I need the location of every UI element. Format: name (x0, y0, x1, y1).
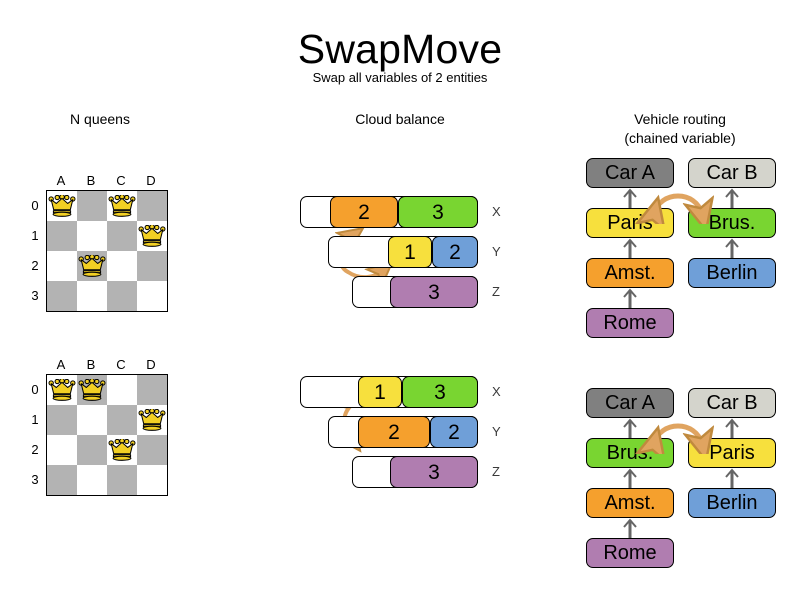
rank-label-3: 3 (31, 472, 39, 487)
chess-cell-D3[interactable] (137, 465, 167, 495)
vehicle-node-car-a[interactable]: Car A (586, 158, 674, 188)
chess-cell-D0[interactable] (137, 191, 167, 221)
customer-node-berlin[interactable]: Berlin (688, 488, 776, 518)
queen-piece-C2[interactable] (108, 438, 136, 461)
chess-cell-C3[interactable] (107, 281, 137, 311)
chess-cell-B1[interactable] (77, 221, 107, 251)
column-header-vehicle-routing: Vehicle routing (chained variable) (600, 110, 760, 148)
chess-cell-C1[interactable] (107, 405, 137, 435)
n-queens-board-after: A B C D 0 1 2 3 (28, 358, 198, 508)
queen-piece-B0[interactable] (78, 378, 106, 401)
chess-cell-B3[interactable] (77, 281, 107, 311)
cloud-process-y-0[interactable]: 2 (358, 416, 430, 448)
rank-label-1: 1 (31, 228, 39, 243)
cloud-process-y-0[interactable]: 1 (388, 236, 432, 268)
cloud-computer-label-x: X (492, 204, 501, 219)
customer-node-amst[interactable]: Amst. (586, 258, 674, 288)
customer-node-paris[interactable]: Paris (688, 438, 776, 468)
cloud-process-x-1[interactable]: 3 (398, 196, 478, 228)
cloud-computer-label-z: Z (492, 284, 500, 299)
chess-cell-C1[interactable] (107, 221, 137, 251)
chess-cell-D0[interactable] (137, 375, 167, 405)
file-label-c: C (116, 173, 126, 188)
customer-node-amst[interactable]: Amst. (586, 488, 674, 518)
queen-piece-D1[interactable] (138, 408, 166, 431)
cloud-computer-label-z: Z (492, 464, 500, 479)
chess-cell-C0[interactable] (107, 375, 137, 405)
chess-cell-D2[interactable] (137, 435, 167, 465)
file-label-c: C (116, 357, 126, 372)
chess-cell-A1[interactable] (47, 221, 77, 251)
chess-cell-D3[interactable] (137, 281, 167, 311)
page-subtitle: Swap all variables of 2 entities (312, 70, 488, 85)
chessboard-after[interactable] (46, 374, 168, 496)
cloud-process-y-1[interactable]: 2 (432, 236, 478, 268)
cloud-process-x-1[interactable]: 3 (402, 376, 478, 408)
chess-cell-B0[interactable] (77, 191, 107, 221)
vehicle-node-car-b[interactable]: Car B (688, 388, 776, 418)
chess-cell-A1[interactable] (47, 405, 77, 435)
chess-cell-B2[interactable] (77, 435, 107, 465)
chess-cell-C3[interactable] (107, 465, 137, 495)
file-label-d: D (146, 173, 156, 188)
cloud-process-z-0[interactable]: 3 (390, 456, 478, 488)
customer-node-rome[interactable]: Rome (586, 538, 674, 568)
chessboard-before[interactable] (46, 190, 168, 312)
customer-node-paris[interactable]: Paris (586, 208, 674, 238)
queen-piece-D1[interactable] (138, 224, 166, 247)
cloud-computer-label-x: X (492, 384, 501, 399)
vehicle-node-car-a[interactable]: Car A (586, 388, 674, 418)
rank-label-2: 2 (31, 258, 39, 273)
customer-node-brus[interactable]: Brus. (586, 438, 674, 468)
chess-cell-A2[interactable] (47, 435, 77, 465)
queen-piece-C0[interactable] (108, 194, 136, 217)
queen-piece-A0[interactable] (48, 194, 76, 217)
queen-piece-A0[interactable] (48, 378, 76, 401)
rank-label-1: 1 (31, 412, 39, 427)
chess-cell-A3[interactable] (47, 465, 77, 495)
column-header-n-queens: N queens (70, 111, 130, 127)
file-label-b: B (86, 357, 96, 372)
column-header-cloud-balance: Cloud balance (355, 111, 445, 127)
n-queens-board-before: A B C D 0 1 2 3 (28, 174, 198, 324)
chess-cell-A3[interactable] (47, 281, 77, 311)
chess-cell-B3[interactable] (77, 465, 107, 495)
cloud-computer-label-y: Y (492, 424, 501, 439)
column-header-vehicle-routing-line2: (chained variable) (624, 130, 736, 146)
file-label-a: A (56, 173, 66, 188)
queen-piece-B2[interactable] (78, 254, 106, 277)
customer-node-rome[interactable]: Rome (586, 308, 674, 338)
customer-node-berlin[interactable]: Berlin (688, 258, 776, 288)
chess-cell-A2[interactable] (47, 251, 77, 281)
file-label-b: B (86, 173, 96, 188)
cloud-process-y-1[interactable]: 2 (430, 416, 478, 448)
vehicle-node-car-b[interactable]: Car B (688, 158, 776, 188)
page-title: SwapMove (297, 26, 503, 72)
rank-label-2: 2 (31, 442, 39, 457)
cloud-process-z-0[interactable]: 3 (390, 276, 478, 308)
cloud-process-x-0[interactable]: 2 (330, 196, 398, 228)
rank-label-0: 0 (31, 382, 39, 397)
file-label-d: D (146, 357, 156, 372)
chess-cell-D2[interactable] (137, 251, 167, 281)
rank-label-0: 0 (31, 198, 39, 213)
file-label-a: A (56, 357, 66, 372)
column-header-vehicle-routing-line1: Vehicle routing (634, 111, 726, 127)
rank-label-3: 3 (31, 288, 39, 303)
chess-cell-C2[interactable] (107, 251, 137, 281)
cloud-process-x-0[interactable]: 1 (358, 376, 402, 408)
cloud-computer-label-y: Y (492, 244, 501, 259)
chess-cell-B1[interactable] (77, 405, 107, 435)
customer-node-brus[interactable]: Brus. (688, 208, 776, 238)
